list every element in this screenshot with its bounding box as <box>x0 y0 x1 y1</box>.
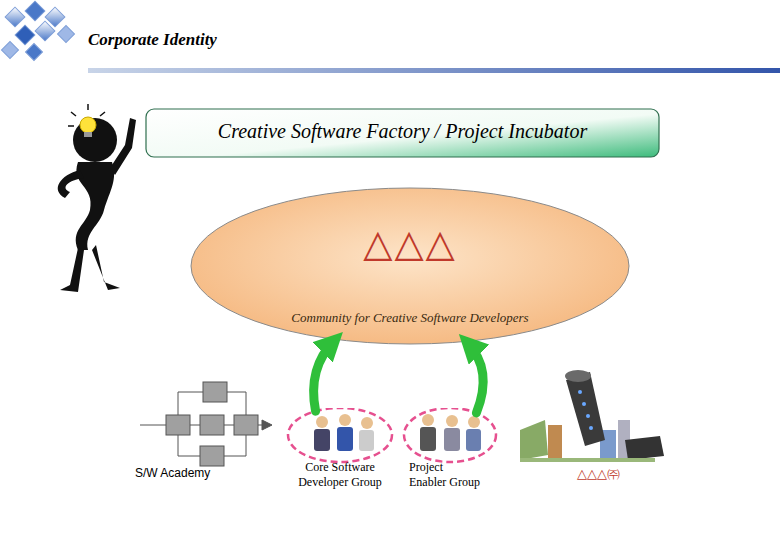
person-body <box>359 430 374 451</box>
flow-arrowhead <box>262 420 272 430</box>
person-head <box>316 416 328 428</box>
light <box>589 426 593 430</box>
tree-shape <box>520 420 548 460</box>
flow-lines <box>140 392 270 456</box>
thinking-figure <box>58 104 136 292</box>
light-bulb-base <box>84 132 92 137</box>
curved-arrow <box>467 342 483 413</box>
telephone <box>625 436 664 460</box>
person-body <box>420 427 436 451</box>
logo-tile <box>15 25 35 45</box>
flow-box <box>200 446 224 466</box>
curved-arrow <box>314 340 335 411</box>
title-banner: Creative Software Factory / Project Incu… <box>145 108 660 158</box>
group-circle: Project Enabler Group <box>400 408 500 500</box>
flow-box <box>234 415 258 435</box>
flow-box <box>200 415 224 435</box>
section-label: S/W Academy <box>135 466 210 480</box>
logo-tile <box>25 1 45 21</box>
banner-shape <box>146 109 659 157</box>
logo-tile <box>2 42 19 59</box>
company-label: △△△㈜ <box>577 465 620 483</box>
bulb-rays <box>68 104 108 126</box>
dashed-circle <box>288 408 392 462</box>
tower <box>566 372 605 446</box>
node-text: Creative Software Factory / Project Incu… <box>145 120 660 143</box>
tower-top <box>565 370 591 382</box>
person-body <box>314 429 330 451</box>
flow-box <box>166 415 190 435</box>
community-ellipse: △△△ Community for Creative Software Devel… <box>190 187 630 345</box>
building <box>548 425 562 460</box>
light <box>578 390 582 394</box>
technology-icon <box>520 370 664 462</box>
dashed-circle <box>404 408 496 462</box>
node-text: Community for Creative Software Develope… <box>190 310 630 326</box>
logo-tile <box>26 44 43 61</box>
logo-tile <box>5 7 25 27</box>
figure-arm <box>58 170 84 198</box>
group-circle: Core Software Developer Group <box>283 408 397 500</box>
person-body <box>337 427 353 451</box>
node-text: Project Enabler Group <box>409 460 482 490</box>
person-head <box>361 417 373 429</box>
light <box>582 402 586 406</box>
figure-leg <box>60 248 84 292</box>
person-head <box>422 414 434 426</box>
ellipse-shape <box>191 188 629 344</box>
figure-arm <box>110 118 136 175</box>
node-text: Core Software Developer Group <box>287 460 393 490</box>
light <box>586 414 590 418</box>
person-head <box>446 415 458 427</box>
person-head <box>468 416 480 428</box>
logo-tile <box>58 26 75 43</box>
figure-leg <box>92 245 120 290</box>
slide-title: Corporate Identity <box>88 30 217 50</box>
node-text: △△△ <box>190 221 630 265</box>
flowchart-icon <box>140 382 272 466</box>
light-bulb <box>80 117 96 133</box>
people-icons <box>314 414 481 451</box>
flow-box <box>203 382 227 402</box>
figure-head <box>73 118 117 162</box>
header-rule <box>88 68 780 73</box>
ground <box>520 458 655 462</box>
person-head <box>339 414 351 426</box>
logo-tile <box>35 21 55 41</box>
tower-lights <box>578 390 593 430</box>
person-body <box>466 429 481 451</box>
person-body <box>444 428 460 451</box>
logo <box>2 1 75 60</box>
